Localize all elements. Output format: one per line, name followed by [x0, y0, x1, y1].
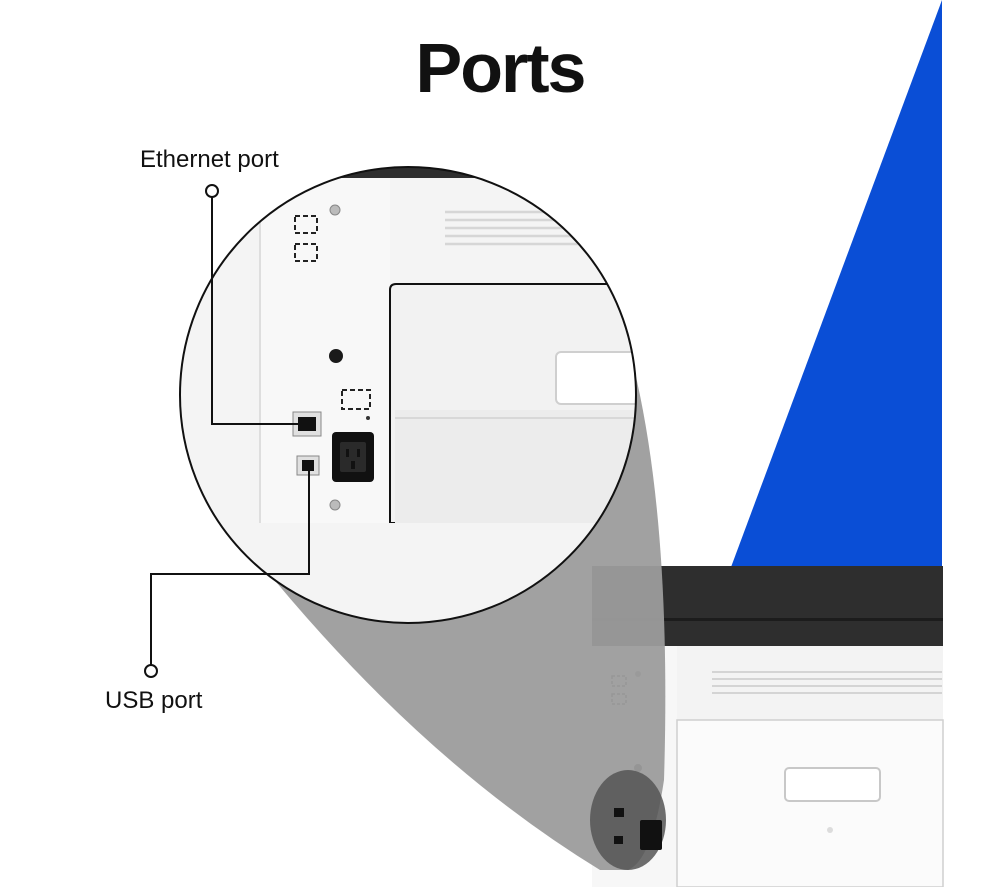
usb-callout: [144, 466, 310, 678]
magnifier-circle: [179, 166, 637, 624]
page-title: Ports: [415, 29, 587, 107]
ethernet-callout: [205, 184, 300, 425]
usb-port-label: USB port: [105, 687, 203, 714]
ethernet-port-label: Ethernet port: [140, 146, 279, 173]
